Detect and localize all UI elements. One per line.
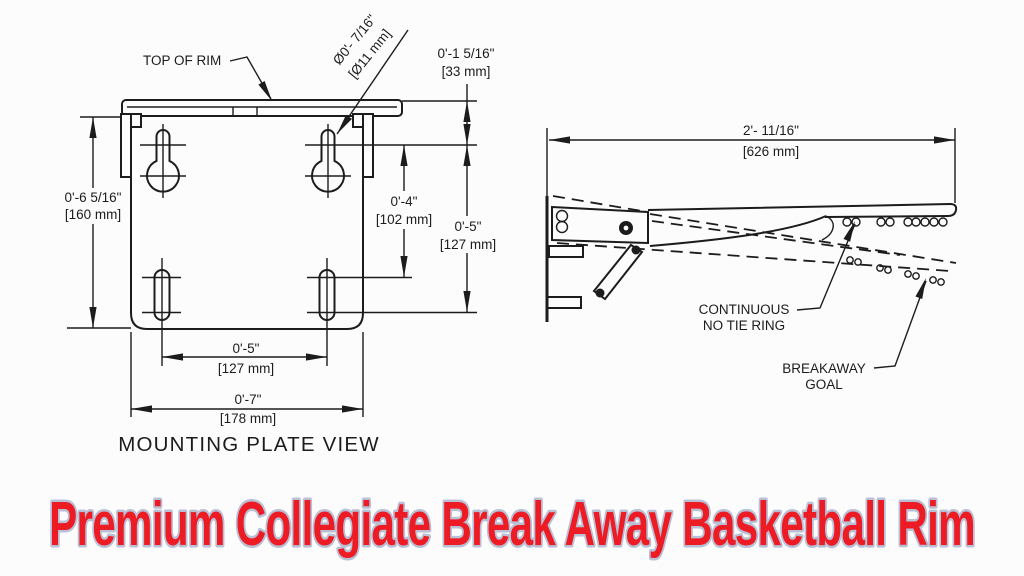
slot-lower-right [307,258,477,366]
product-title: Premium Collegiate Break Away Basketball… [49,490,975,559]
keyhole-slot-upper-left [140,124,186,198]
breakaway-goal-callout: BREAKAWAY GOAL [782,276,930,392]
top-of-rim-callout: TOP OF RIM [143,53,276,103]
dim-hole-to-slot-imperial: 0'-4" [391,194,418,209]
dim-plate-height-imperial: 0'-6 5/16" [65,190,122,205]
top-of-rim-bar [121,99,403,117]
net-loops [842,217,948,227]
dim-extension-imperial: 2'- 11/16" [743,123,799,138]
dim-slot-spacing-metric: [127 mm] [218,361,274,376]
slot-lower-left [142,258,181,366]
net-loops-folded [846,256,945,286]
dim-hole-to-slot-end-metric: [127 mm] [440,237,496,252]
wall-mount-structure [545,196,584,322]
breakaway-goal-label-line1: BREAKAWAY [782,361,866,376]
dim-rim-to-hole: 0'-1 5/16" [33 mm] [402,46,495,312]
dim-rim-to-hole-metric: [33 mm] [442,64,491,79]
continuous-ring-label-line1: CONTINUOUS [699,302,790,317]
tab-notches [130,113,364,128]
dim-hole-to-slot-end-imperial: 0'-5" [455,219,482,234]
dim-plate-width-metric: [178 mm] [220,411,276,426]
keyhole-slot-upper-right [305,124,477,198]
breakaway-position-dashed [552,195,957,286]
breakaway-goal-label-line2: GOAL [805,377,843,392]
dim-plate-width-imperial: 0'-7" [235,392,262,407]
dim-extension: 2'- 11/16" [626 mm] [546,121,956,203]
dim-hole-to-slot-metric: [102 mm] [376,212,432,227]
dim-plate-width: 0'-7" [178 mm] [130,332,364,426]
continuous-ring-label-line2: NO TIE RING [703,318,785,333]
plate-view-caption: MOUNTING PLATE VIEW [118,433,380,456]
dim-hole-to-slot: 0'-4" [102 mm] [368,145,441,277]
dim-slot-spacing-imperial: 0'-5" [233,341,260,356]
top-of-rim-label: TOP OF RIM [143,53,221,68]
mounting-plate-view: 0'-6 5/16" [160 mm] 0'-1 5/16" [33 mm] 0… [57,12,504,456]
continuous-ring-callout: CONTINUOUS NO TIE RING [699,219,859,333]
breakaway-rim-side-view: 2'- 11/16" [626 mm] [545,121,958,392]
support-strut [592,243,644,301]
dim-slot-spacing: 0'-5" [127 mm] [162,341,327,376]
dim-plate-height-metric: [160 mm] [65,207,121,222]
dim-rim-to-hole-imperial: 0'-1 5/16" [438,46,495,61]
dim-hole-to-slot-end: 0'-5" [127 mm] [432,145,504,312]
dim-plate-height: 0'-6 5/16" [160 mm] [57,116,131,329]
pivot-bracket [551,205,649,245]
mounting-plate [130,115,364,330]
dim-extension-metric: [626 mm] [743,144,799,159]
